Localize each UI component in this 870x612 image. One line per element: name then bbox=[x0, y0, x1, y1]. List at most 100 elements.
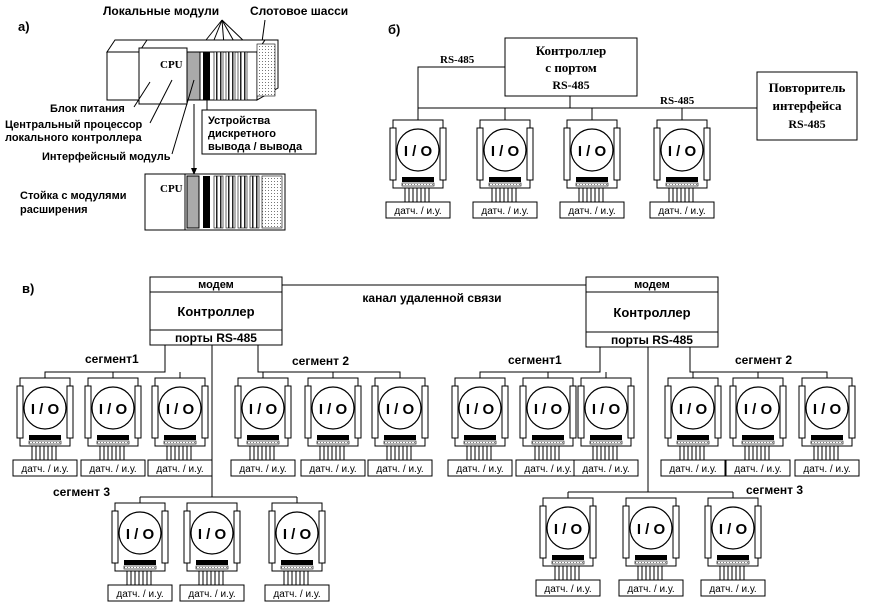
sensor-label: датч. / и.у. bbox=[544, 584, 591, 595]
part-c: в) модем Контроллер порты RS-485 модем К… bbox=[22, 276, 828, 503]
cpu-module bbox=[138, 47, 188, 105]
sensor-label: датч. / и.у. bbox=[658, 206, 705, 217]
local-modules-label: Локальные модули bbox=[103, 4, 219, 18]
remote-channel-label: канал удаленной связи bbox=[362, 291, 501, 305]
io-label: I / O bbox=[668, 143, 697, 160]
io-modules: I / O датч. / и.у. I / O датч. / и.у. I / O д… bbox=[12, 119, 860, 602]
power-block-label: Блок питания bbox=[50, 103, 125, 115]
repeater-box bbox=[756, 71, 858, 141]
segment3-right-label: сегмент 3 bbox=[746, 483, 803, 497]
io-label: I / O bbox=[198, 526, 227, 543]
io-label: I / O bbox=[166, 401, 195, 418]
segment1-right-label: сегмент1 bbox=[508, 353, 562, 367]
io-module: I / O датч. / и.у. bbox=[300, 377, 366, 477]
modem-right-label: модем bbox=[634, 279, 670, 291]
io-label: I / O bbox=[99, 401, 128, 418]
sensor-label: датч. / и.у. bbox=[803, 464, 850, 475]
io-label: I / O bbox=[592, 401, 621, 418]
sensor-label: датч. / и.у. bbox=[239, 464, 286, 475]
segment2-right-label: сегмент 2 bbox=[735, 353, 792, 367]
segment1-left-label: сегмент1 bbox=[85, 352, 139, 366]
io-module: I / O датч. / и.у. bbox=[447, 377, 513, 477]
central-cpu-label-1: Центральный процессор bbox=[5, 119, 143, 131]
segment2-left-label: сегмент 2 bbox=[292, 354, 349, 368]
io-label: I / O bbox=[249, 401, 278, 418]
sensor-label: датч. / и.у. bbox=[21, 464, 68, 475]
io-module: I / O датч. / и.у. bbox=[230, 377, 296, 477]
sensor-label: датч. / и.у. bbox=[524, 464, 571, 475]
sensor-label: датч. / и.у. bbox=[568, 206, 615, 217]
part-b-label: б) bbox=[388, 22, 400, 37]
cpu-label: CPU bbox=[160, 59, 183, 71]
modem-left-label: модем bbox=[198, 279, 234, 291]
io-label: I / O bbox=[31, 401, 60, 418]
part-a-label: а) bbox=[18, 19, 30, 34]
rack-label-2: расширения bbox=[20, 204, 88, 216]
cpu2-label: CPU bbox=[160, 183, 183, 195]
io-label: I / O bbox=[491, 143, 520, 160]
io-label: I / O bbox=[466, 401, 495, 418]
sensor-label: датч. / и.у. bbox=[627, 584, 674, 595]
central-cpu-label-2: локального контроллера bbox=[5, 132, 142, 144]
io-label: I / O bbox=[283, 526, 312, 543]
io-module: I / O датч. / и.у. bbox=[385, 119, 451, 219]
controller-right-label: Контроллер bbox=[613, 305, 690, 320]
io-label: I / O bbox=[679, 401, 708, 418]
io-label: I / O bbox=[319, 401, 348, 418]
sensor-label: датч. / и.у. bbox=[394, 206, 441, 217]
io-label: I / O bbox=[534, 401, 563, 418]
io-module: I / O датч. / и.у. bbox=[618, 497, 684, 597]
sensor-label: датч. / и.у. bbox=[309, 464, 356, 475]
controller-left bbox=[149, 276, 283, 346]
io-module: I / O датч. / и.у. bbox=[559, 119, 625, 219]
ports-right-label: порты RS-485 bbox=[611, 333, 693, 347]
io-label: I / O bbox=[637, 521, 666, 538]
io-module: I / O датч. / и.у. bbox=[12, 377, 78, 477]
part-a: а) Локальные модули Слотовое шасси CPU Б… bbox=[5, 4, 348, 231]
repeater-label-2: интерфейса bbox=[772, 98, 842, 113]
devices-label-1: Устройства bbox=[208, 115, 271, 127]
sensor-label: датч. / и.у. bbox=[669, 464, 716, 475]
sensor-label: датч. / и.у. bbox=[456, 464, 503, 475]
sensor-label: датч. / и.у. bbox=[734, 464, 781, 475]
sensor-label: датч. / и.у. bbox=[709, 584, 756, 595]
devices-box bbox=[201, 109, 317, 155]
io-label: I / O bbox=[404, 143, 433, 160]
segment3-left-label: сегмент 3 bbox=[53, 485, 110, 499]
io-module: I / O датч. / и.у. bbox=[573, 377, 639, 477]
sensor-label: датч. / и.у. bbox=[116, 589, 163, 600]
repeater-label-1: Повторитель bbox=[769, 80, 846, 95]
io-label: I / O bbox=[386, 401, 415, 418]
io-module: I / O датч. / и.у. bbox=[660, 377, 726, 477]
controller-left-label: Контроллер bbox=[177, 304, 254, 319]
controller-label-1: Контроллер bbox=[536, 43, 606, 58]
io-module: I / O датч. / и.у. bbox=[80, 377, 146, 477]
io-label: I / O bbox=[578, 143, 607, 160]
part-c-label: в) bbox=[22, 281, 34, 296]
slot-chassis: CPU bbox=[106, 39, 279, 105]
devices-label-2: дискретного bbox=[208, 128, 276, 140]
io-module: I / O датч. / и.у. bbox=[649, 119, 715, 219]
sensor-label: датч. / и.у. bbox=[582, 464, 629, 475]
slot-chassis-label: Слотовое шасси bbox=[250, 4, 348, 18]
io-label: I / O bbox=[126, 526, 155, 543]
interface-module-label: Интерфейсный модуль bbox=[42, 151, 171, 163]
power-block bbox=[106, 51, 140, 101]
part-b: б) Контроллер с портом RS-485 RS-485 RS-… bbox=[388, 22, 858, 141]
controller-right bbox=[585, 276, 719, 348]
io-module: I / O датч. / и.у. bbox=[107, 502, 173, 602]
sensor-label: датч. / и.у. bbox=[89, 464, 136, 475]
ports-left-label: порты RS-485 bbox=[175, 331, 257, 345]
controller-label-2: с портом bbox=[545, 60, 597, 75]
io-module: I / O датч. / и.у. bbox=[515, 377, 581, 477]
controller-box bbox=[504, 37, 638, 97]
controller-label-3: RS-485 bbox=[552, 78, 589, 92]
